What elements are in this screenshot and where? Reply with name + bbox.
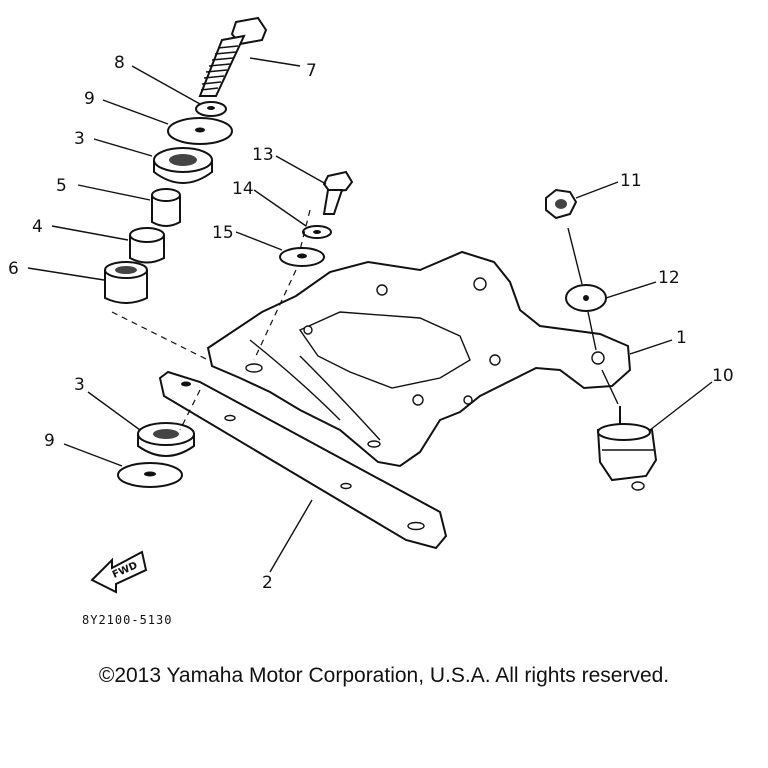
part-collar-5 [151,188,181,227]
callout-11: 11 [620,171,642,191]
callout-13: 13 [252,145,274,165]
part-grommet-lower [137,422,195,457]
diagram-code: 8Y2100-5130 [82,613,172,627]
callout-1: 1 [676,328,687,348]
assembly-lines [111,209,619,431]
callout-8: 8 [114,53,125,73]
callout-3-upper: 3 [74,129,85,149]
part-collar-small [195,101,227,117]
callout-9-upper: 9 [84,89,95,109]
callout-3-lower: 3 [74,375,85,395]
leader-lines [27,57,713,573]
callout-9-lower: 9 [44,431,55,451]
part-washer-lower [117,462,183,488]
callout-5: 5 [56,176,67,196]
part-collar-4 [129,227,165,264]
part-bolt [198,16,268,97]
callout-7: 7 [306,61,317,81]
callout-labels: 1 2 3 3 4 5 6 7 8 9 9 10 11 12 13 14 15 [8,53,734,593]
callout-14: 14 [232,179,254,199]
callout-2: 2 [262,573,273,593]
part-plate [158,370,448,550]
callout-4: 4 [32,217,43,237]
callout-6: 6 [8,259,19,279]
copyright-notice: ©2013 Yamaha Motor Corporation, U.S.A. A… [98,664,670,687]
part-bolt-small [322,170,354,215]
part-washer-12 [565,284,607,312]
part-lock-washer [302,225,332,239]
callout-10: 10 [712,366,734,386]
part-grommet-upper [153,147,213,184]
part-bracket-main [206,250,632,468]
part-washer-upper [167,117,233,145]
fwd-arrow-icon: FWD [90,550,148,594]
part-nut [545,188,578,220]
part-damper [596,406,658,491]
callout-15: 15 [212,223,234,243]
callout-12: 12 [658,268,680,288]
part-collar-6 [104,261,148,304]
part-washer-15 [279,247,325,267]
